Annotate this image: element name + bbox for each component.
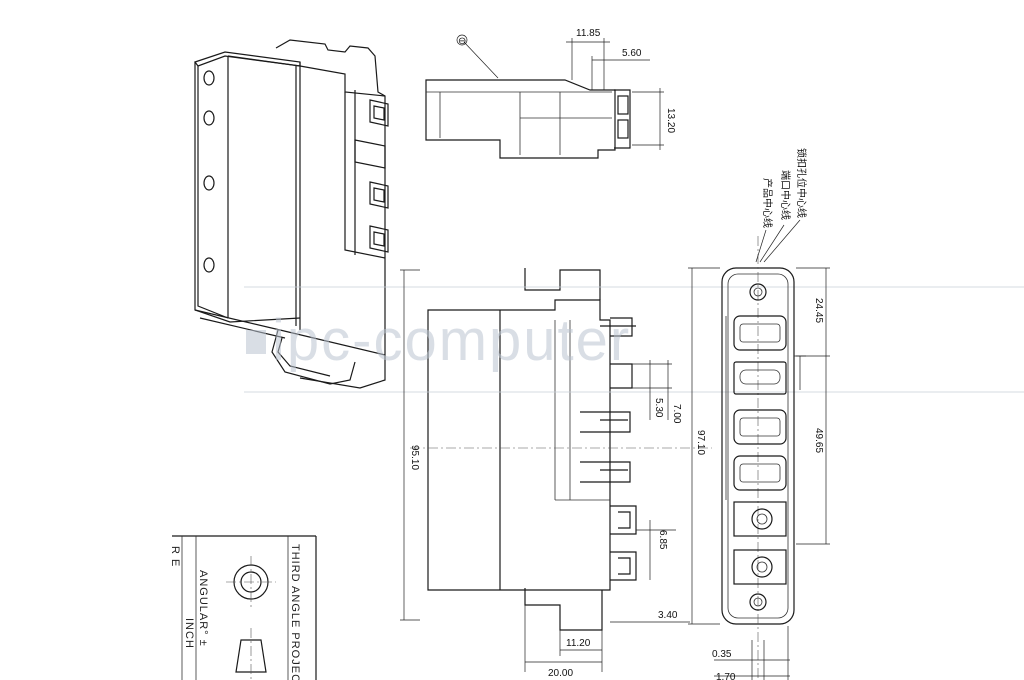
dimension-0-35: 0.35: [712, 649, 732, 660]
isometric-view: [194, 39, 389, 389]
dimension-3-40: 3.40: [658, 610, 678, 621]
callout-b: 端口中心线: [779, 170, 792, 220]
dimension-49-65: 49.65: [813, 428, 824, 453]
row-label: R E: [169, 546, 181, 567]
dimension-1-70: 1.70: [716, 672, 736, 680]
side-view: 95.10 7.00 5.30 6.85 3.40 11.20 20.00: [244, 268, 1024, 679]
dimension-11-20: 11.20: [566, 638, 591, 649]
watermark: ipc-computer: [246, 308, 631, 373]
callout-c: 产品中心线: [761, 178, 774, 228]
projection-label: THIRD ANGLE PROJEC: [289, 544, 301, 680]
dimension-97-10: 97.10: [695, 430, 706, 455]
dimension-6-85: 6.85: [657, 530, 668, 550]
inch-label: INCH: [183, 618, 195, 649]
top-view: ⊖ 11.85 5.60 13.20: [425, 28, 676, 159]
angular-label: ANGULAR° ±: [197, 570, 209, 647]
dimension-5-30: 5.30: [653, 398, 664, 418]
dimension-11-85: 11.85: [576, 28, 601, 39]
callout-a: 锁扣孔位中心线: [795, 148, 808, 218]
dimension-5-60: 5.60: [622, 48, 642, 59]
dimension-24-45: 24.45: [813, 298, 824, 323]
dimension-7-00: 7.00: [671, 404, 682, 424]
top-view-marker: ⊖: [458, 36, 466, 47]
dimension-20-00: 20.00: [548, 668, 573, 679]
dimension-95-10: 95.10: [409, 445, 420, 470]
watermark-text: ipc-computer: [272, 308, 631, 373]
dimension-13-20: 13.20: [665, 108, 676, 133]
title-block: THIRD ANGLE PROJEC ANGULAR° ± INCH R E: [169, 535, 317, 680]
front-view: 97.10 24.45 49.65 0.35 1.70 产品中心线 端口中心线 …: [688, 148, 830, 680]
